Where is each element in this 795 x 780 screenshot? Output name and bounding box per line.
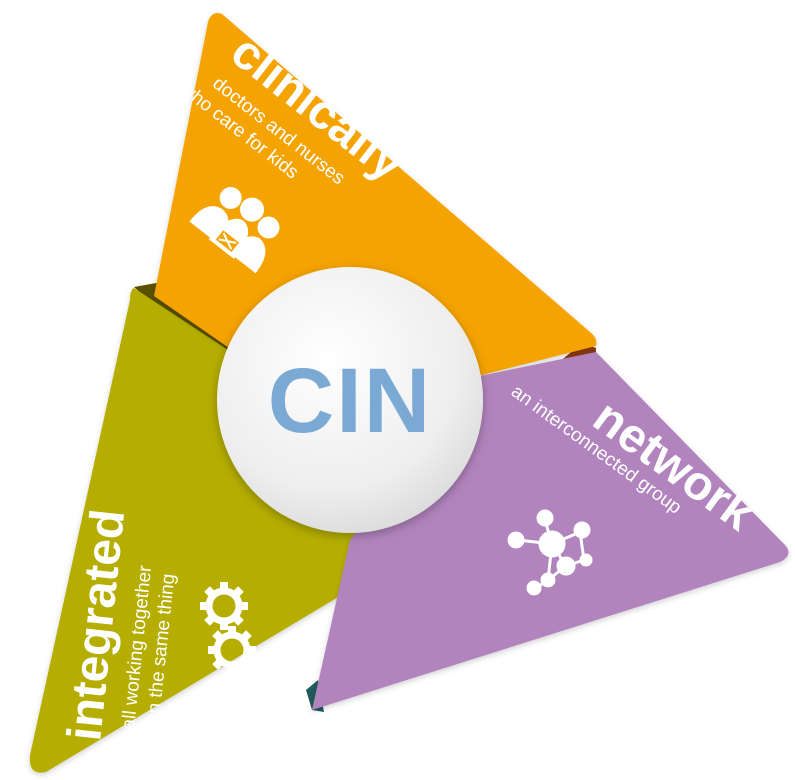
- network-nodes-icon: [507, 509, 593, 596]
- segment-clinically: [154, 13, 597, 378]
- gears-icon: [200, 582, 256, 674]
- center-label: CIN: [268, 350, 432, 452]
- center-circle: [217, 267, 483, 533]
- people-group-icon: [189, 186, 280, 274]
